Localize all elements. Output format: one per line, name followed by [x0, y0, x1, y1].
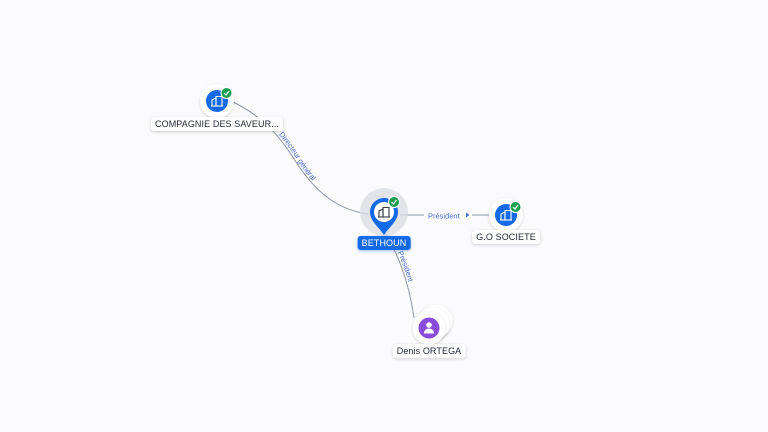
edge-label-president-subsidiary: Président — [428, 212, 461, 221]
building-icon — [500, 209, 512, 221]
verified-badge-icon — [509, 201, 522, 213]
building-icon — [211, 95, 223, 107]
verified-badge-icon — [388, 196, 400, 208]
node-subsidiary-company[interactable] — [489, 198, 523, 232]
person-icon-bg — [418, 317, 440, 339]
edge-label-president-person: Président — [396, 249, 416, 283]
person-icon — [423, 322, 435, 334]
verified-badge-icon — [220, 87, 233, 99]
edge-label-directeur: Directeur général — [277, 130, 318, 182]
edge-arrow-icon — [466, 212, 470, 218]
subsidiary-company-label[interactable]: G.O SOCIETE — [472, 230, 540, 244]
parent-company-label[interactable]: COMPAGNIE DES SAVEUR... — [151, 117, 283, 131]
center-company-label[interactable]: BETHOUN — [357, 236, 411, 250]
person-label[interactable]: Denis ORTEGA — [392, 344, 466, 358]
node-center-company[interactable] — [360, 188, 408, 236]
building-icon — [378, 206, 390, 218]
node-person[interactable] — [412, 304, 453, 345]
edge-center-to-subsidiary: Président — [400, 212, 490, 221]
node-parent-company[interactable] — [200, 84, 234, 118]
